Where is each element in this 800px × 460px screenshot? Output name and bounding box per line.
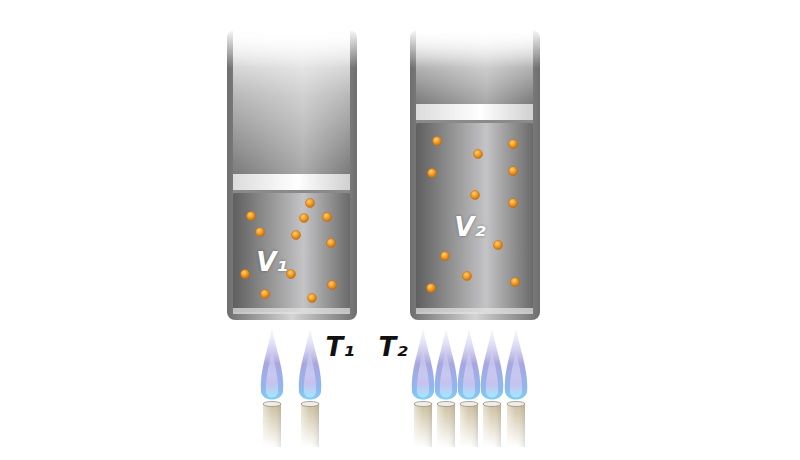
burner-tube xyxy=(483,403,501,447)
burner-flame xyxy=(435,328,458,400)
burner-tube xyxy=(301,403,319,447)
burner-tube xyxy=(263,403,281,447)
burner-flame xyxy=(458,328,481,400)
burner-shade xyxy=(483,403,501,447)
burner-tube xyxy=(414,403,432,447)
burner-rim xyxy=(414,402,432,407)
burner-rim xyxy=(507,402,525,407)
temperature-label: T₁ xyxy=(325,332,354,362)
flame-core xyxy=(486,350,498,398)
volume-label: V₁ xyxy=(256,247,288,277)
flame-core xyxy=(440,350,452,398)
temperature-label: T₂ xyxy=(378,332,407,362)
burner-flame xyxy=(261,328,284,400)
flame-core xyxy=(417,350,429,398)
flame-core xyxy=(266,350,278,398)
flame-core xyxy=(510,350,522,398)
burner-shade xyxy=(460,403,478,447)
flame-core xyxy=(304,350,316,398)
burner-tube xyxy=(507,403,525,447)
flame-core xyxy=(463,350,475,398)
burner-rim xyxy=(301,402,319,407)
burner-rim xyxy=(263,402,281,407)
burner-shade xyxy=(437,403,455,447)
burner-flame xyxy=(299,328,322,400)
burner-shade xyxy=(414,403,432,447)
burner-rim xyxy=(437,402,455,407)
gas-chamber: V₂ xyxy=(416,123,533,312)
burner-rim xyxy=(460,402,478,407)
burner-tube xyxy=(460,403,478,447)
burner-shade xyxy=(263,403,281,447)
burner-rim xyxy=(483,402,501,407)
burner-tube xyxy=(437,403,455,447)
burner-flame xyxy=(505,328,528,400)
burner-flame xyxy=(412,328,435,400)
burner-shade xyxy=(301,403,319,447)
burner-shade xyxy=(507,403,525,447)
burner-flame xyxy=(481,328,504,400)
gas-chamber: V₁ xyxy=(233,193,350,312)
volume-label: V₂ xyxy=(454,212,486,242)
